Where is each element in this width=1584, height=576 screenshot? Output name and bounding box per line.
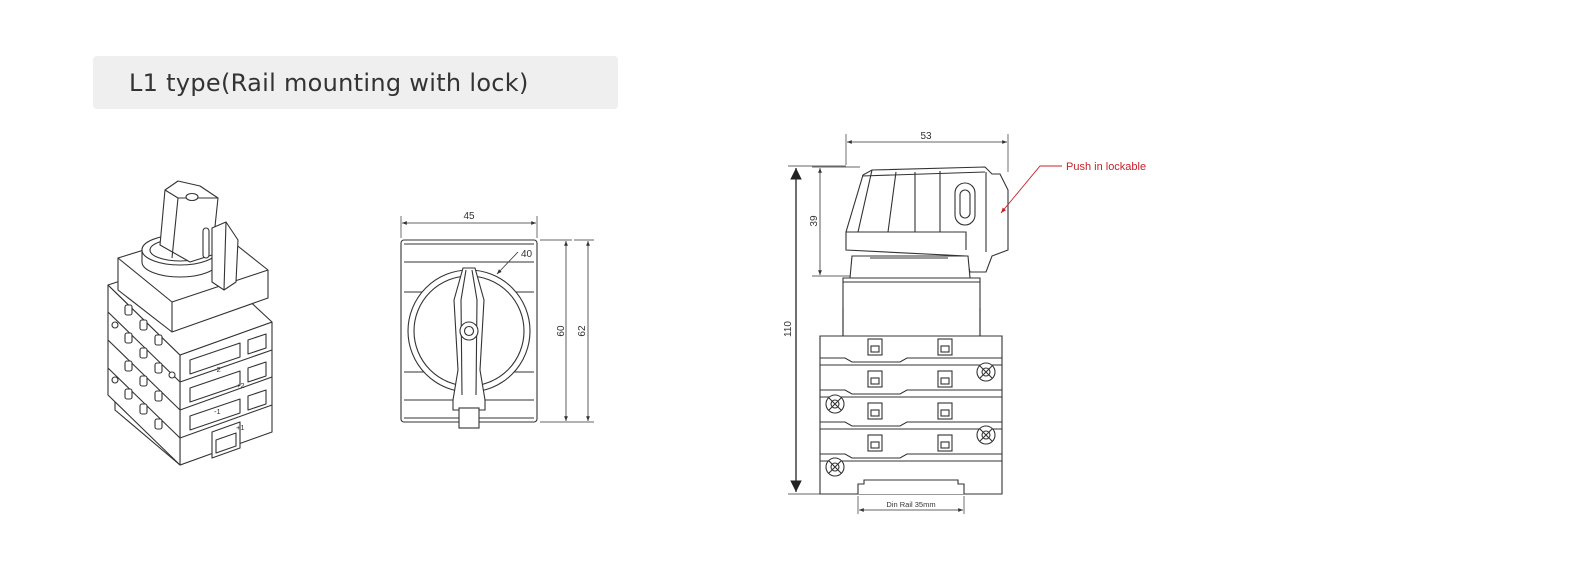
dim-width-53: 53 — [920, 131, 932, 142]
side-view — [788, 134, 1062, 514]
page-title: L1 type(Rail mounting with lock) — [129, 68, 529, 97]
push-in-lockable-callout: Push in lockable — [1066, 161, 1146, 173]
dim-knob-height-39: 39 — [809, 215, 820, 227]
iso-terminal-marks: -2 +2 -1 +1 — [214, 365, 245, 432]
front-view — [400, 216, 594, 429]
terminal-mark: +2 — [236, 381, 245, 390]
screw-icons — [825, 362, 996, 477]
terminal-mark: +1 — [236, 423, 245, 432]
terminal-mark: -1 — [214, 407, 221, 416]
dim-knob-40: 40 — [521, 249, 533, 260]
isometric-view — [107, 180, 273, 466]
side-view-dimensions: 53 39 110 Din Rail 35mm Push in lockable — [783, 131, 1146, 509]
dim-width-45: 45 — [463, 211, 475, 222]
terminal-mark: -2 — [214, 365, 221, 374]
front-view-dimensions: 45 40 60 62 — [463, 211, 588, 337]
dim-height-60: 60 — [556, 325, 567, 337]
title-banner: L1 type(Rail mounting with lock) — [93, 56, 618, 109]
dim-height-62: 62 — [577, 325, 588, 337]
din-rail-label: Din Rail 35mm — [886, 500, 935, 509]
dim-total-height-110: 110 — [783, 321, 794, 337]
